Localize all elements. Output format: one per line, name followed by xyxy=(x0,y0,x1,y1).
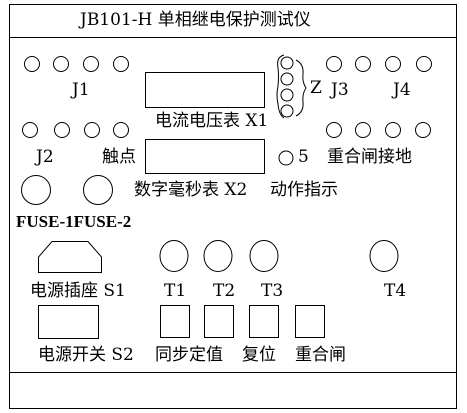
z-terminal-2[interactable] xyxy=(280,72,294,86)
t-terminals xyxy=(159,240,399,272)
sync-value-label: 同步定值 xyxy=(155,345,223,365)
t2-terminal[interactable] xyxy=(203,240,233,272)
j4-label: J4 xyxy=(393,80,411,100)
reclose-ground-terminal-3[interactable] xyxy=(385,122,401,138)
t4-label: T4 xyxy=(384,281,407,301)
power-socket[interactable] xyxy=(38,241,102,273)
t1-terminal[interactable] xyxy=(159,240,189,272)
lamp-number-label: 5 xyxy=(298,147,309,167)
z-terminal-1[interactable] xyxy=(280,56,294,70)
j3-terminal-2[interactable] xyxy=(355,56,371,72)
reclose-ground-terminals xyxy=(326,122,431,138)
meter-display xyxy=(145,72,265,108)
j4-terminal-1[interactable] xyxy=(385,56,401,72)
t3-terminal[interactable] xyxy=(249,240,279,272)
j2-terminal-1[interactable] xyxy=(22,122,38,138)
reclose-ground-terminal-1[interactable] xyxy=(326,122,342,138)
power-switch-label: 电源开关 S2 xyxy=(38,345,134,365)
meter-label: 电流电压表 X1 xyxy=(155,111,269,131)
fuse-2-holder[interactable] xyxy=(83,175,113,205)
j2-terminals xyxy=(22,122,129,138)
z-terminal-stack xyxy=(276,54,307,119)
action-indicator-label: 动作指示 xyxy=(270,180,338,200)
j1-terminal-4[interactable] xyxy=(113,56,129,72)
z-terminal-4[interactable] xyxy=(280,104,294,118)
action-lamp xyxy=(278,150,294,166)
t1-label: T1 xyxy=(164,281,187,301)
reclose-label: 重合闸 xyxy=(295,345,346,365)
right-brace xyxy=(295,59,307,117)
j2-terminal-4[interactable] xyxy=(113,122,129,138)
reset-button[interactable] xyxy=(249,305,279,338)
j1-terminals xyxy=(24,56,129,72)
reclose-ground-terminal-2[interactable] xyxy=(355,122,371,138)
value-button[interactable] xyxy=(204,305,234,338)
z-terminal-3[interactable] xyxy=(280,88,294,102)
t4-terminal[interactable] xyxy=(369,240,399,272)
z-label: Z xyxy=(310,78,322,98)
j3-j4-terminals xyxy=(326,56,432,72)
j2-label: J2 xyxy=(36,147,54,167)
contact-label: 触点 xyxy=(102,147,136,167)
j3-label: J3 xyxy=(331,80,349,100)
outer-frame xyxy=(9,4,457,409)
j4-terminal-2[interactable] xyxy=(416,56,432,72)
left-bracket xyxy=(276,54,285,119)
j1-terminal-3[interactable] xyxy=(83,56,99,72)
t3-label: T3 xyxy=(261,281,284,301)
timer-label: 数字毫秒表 X2 xyxy=(134,180,248,200)
j3-terminal-1[interactable] xyxy=(326,56,342,72)
fuse-1-holder[interactable] xyxy=(21,175,51,205)
reclose-ground-label: 重合闸接地 xyxy=(327,147,412,167)
reset-label: 复位 xyxy=(242,345,276,365)
reclose-ground-terminal-4[interactable] xyxy=(415,122,431,138)
j1-terminal-1[interactable] xyxy=(24,56,40,72)
reclose-button[interactable] xyxy=(295,305,325,338)
j2-terminal-3[interactable] xyxy=(84,122,100,138)
power-switch[interactable] xyxy=(38,305,99,339)
fuse-label: FUSE-1FUSE-2 xyxy=(16,212,132,231)
j1-label: J1 xyxy=(72,80,90,100)
j2-terminal-2[interactable] xyxy=(54,122,70,138)
t2-label: T2 xyxy=(213,281,236,301)
socket-label: 电源插座 S1 xyxy=(30,281,126,301)
j1-terminal-2[interactable] xyxy=(53,56,69,72)
sync-button[interactable] xyxy=(160,305,190,338)
timer-display xyxy=(145,139,265,174)
panel-title: JB101-H 单相继电保护测试仪 xyxy=(80,10,311,30)
